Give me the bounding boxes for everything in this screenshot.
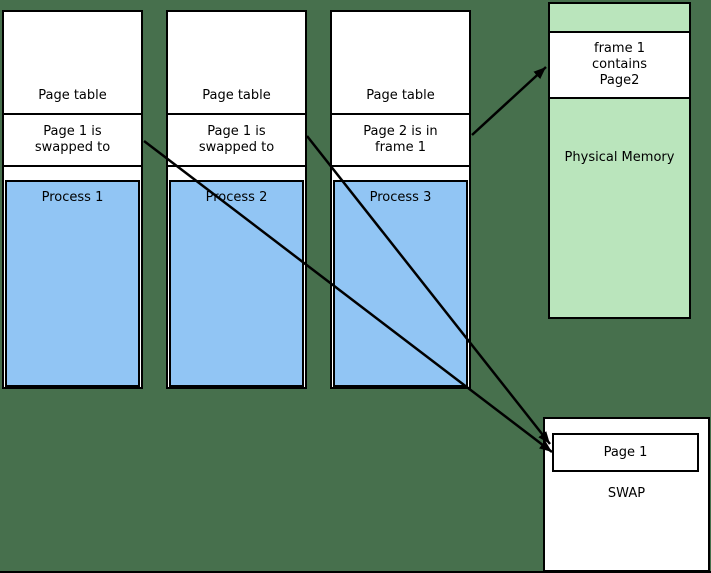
entry-line-1: Page 2 is in — [363, 124, 438, 139]
process-3-column: Page table Page 2 is in frame 1 Process … — [330, 10, 471, 389]
frame-line-1: frame 1 — [594, 41, 645, 56]
bottom-edge-line — [0, 571, 711, 573]
process-3-page-table-entry: Page 2 is in frame 1 — [330, 113, 471, 167]
process-2-page-table-label: Page table — [202, 88, 271, 103]
physical-memory-box: frame 1 contains Page2 Physical Memory — [548, 2, 691, 319]
frame-line-3: Page2 — [599, 73, 640, 88]
arrow-process3-to-frame — [471, 66, 547, 136]
process-2-column: Page table Page 1 is swapped to Process … — [166, 10, 307, 389]
process-1-page-table-label: Page table — [38, 88, 107, 103]
process-2-page-table-entry: Page 1 is swapped to — [166, 113, 307, 167]
process-2-label: Process 2 — [205, 190, 268, 205]
entry-line-2: frame 1 — [375, 140, 426, 155]
swap-label: SWAP — [607, 486, 646, 501]
process-3-page-table-label: Page table — [366, 88, 435, 103]
process-1-column: Page table Page 1 is swapped to Process … — [2, 10, 143, 389]
physical-memory-label: Physical Memory — [564, 150, 675, 165]
physical-memory-frame-1: frame 1 contains Page2 — [548, 31, 691, 99]
entry-line-2: swapped to — [34, 140, 111, 155]
process-1-memory-box: Process 1 — [5, 180, 140, 387]
swap-page-label: Page 1 — [603, 445, 648, 460]
process-3-memory-box: Process 3 — [333, 180, 468, 387]
frame-line-2: contains — [591, 57, 648, 72]
process-2-memory-box: Process 2 — [169, 180, 304, 387]
process-3-label: Process 3 — [369, 190, 432, 205]
swap-page-1: Page 1 — [552, 433, 699, 472]
entry-line-1: Page 1 is — [43, 124, 102, 139]
swap-box: Page 1 SWAP — [543, 417, 710, 572]
process-1-page-table-entry: Page 1 is swapped to — [2, 113, 143, 167]
entry-line-1: Page 1 is — [207, 124, 266, 139]
entry-line-2: swapped to — [198, 140, 275, 155]
process-1-label: Process 1 — [41, 190, 104, 205]
